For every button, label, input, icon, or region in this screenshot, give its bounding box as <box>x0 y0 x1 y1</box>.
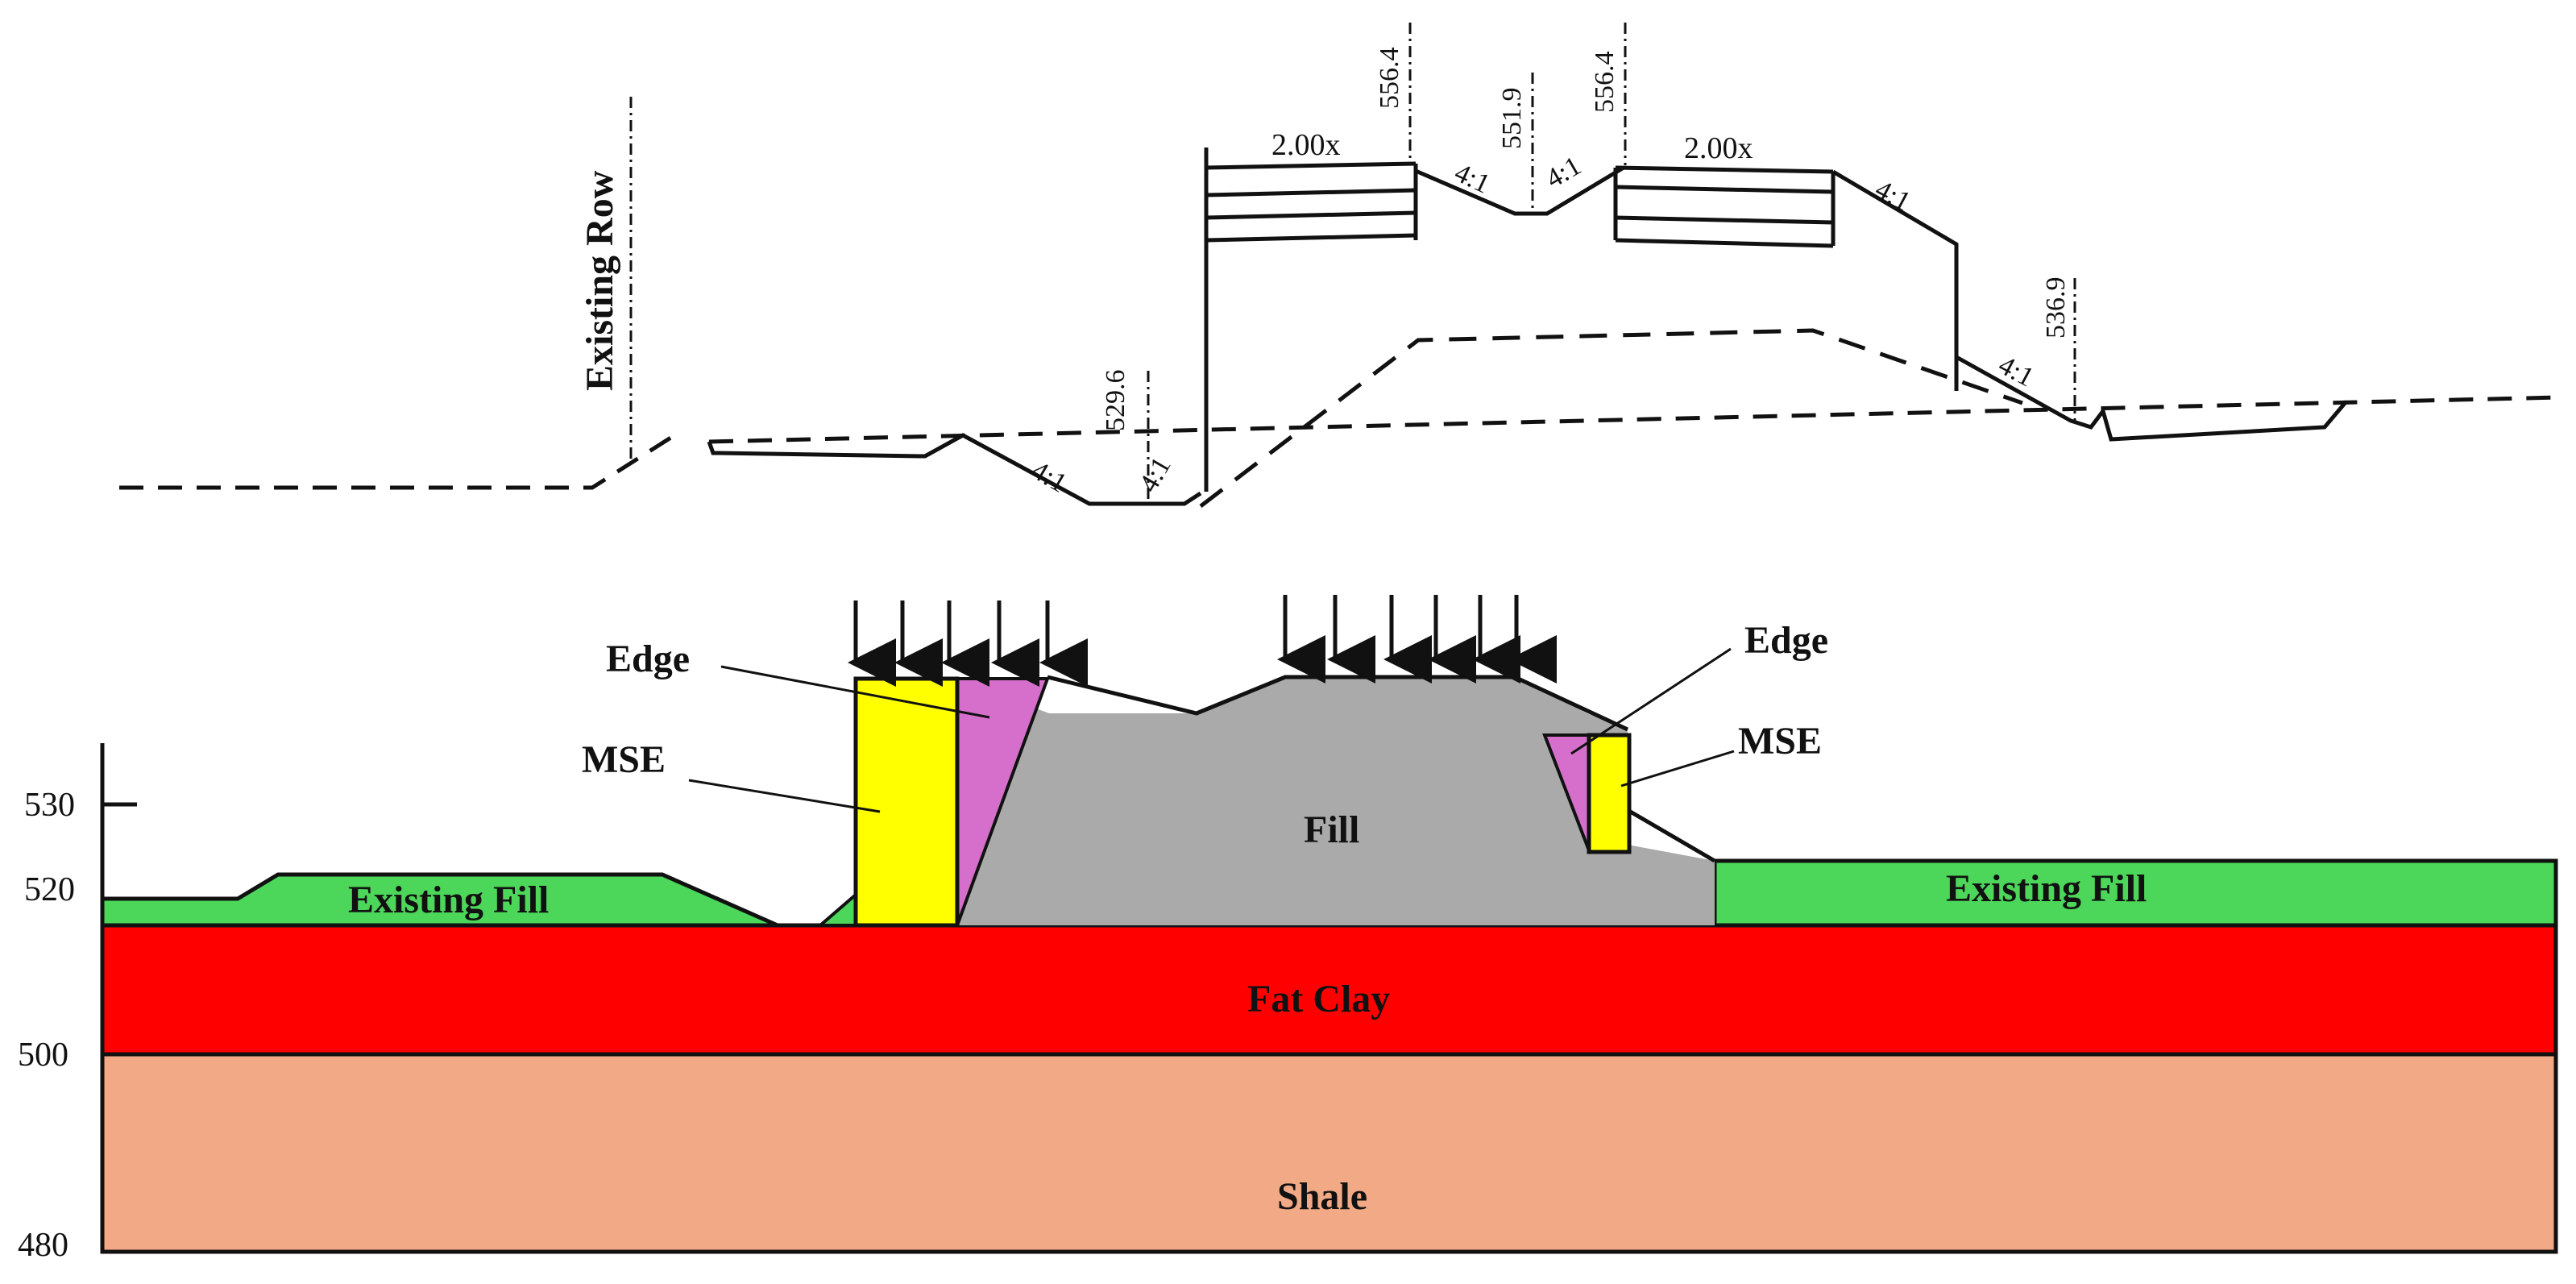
existing-embankment-outline <box>1199 328 2023 508</box>
tick-500: 500 <box>18 1037 68 1074</box>
proposed-profile-left <box>707 433 1202 506</box>
elevation-536-9: 536.9 <box>2041 277 2071 339</box>
slope-label-6: 4:1 <box>1993 350 2039 393</box>
existing-fill-right-label: Existing Fill <box>1946 867 2147 910</box>
top-cross-section: Existing Row 529.6 556.4 551.9 556.4 536… <box>119 23 2559 508</box>
left-wall-stack <box>1205 161 1418 243</box>
fat-clay-layer <box>100 923 2558 1057</box>
slope-label-2: 4:1 <box>1134 452 1177 497</box>
load-arrows-center <box>1277 595 1557 684</box>
existing-ground-line <box>119 429 682 490</box>
tick-480: 480 <box>18 1227 68 1264</box>
elevation-551-9: 551.9 <box>1497 88 1527 150</box>
elevation-axis <box>100 743 137 1252</box>
existing-row-label: Existing Row <box>579 170 621 391</box>
proposed-profile-right-lower <box>1955 355 2348 442</box>
existing-fill-left-label: Existing Fill <box>348 879 549 921</box>
edge-right-label: Edge <box>1744 619 1828 662</box>
shale-layer <box>100 1052 2558 1254</box>
fill-embankment <box>957 677 1715 925</box>
slope-label-5: 4:1 <box>1870 174 1915 217</box>
elevation-markers <box>629 23 2076 504</box>
bottom-cross-section: 530 520 500 480 Existing Fill Existing F… <box>18 595 2558 1264</box>
tick-520: 520 <box>24 871 75 908</box>
proposed-profile-right <box>1831 169 1959 391</box>
right-wall-stack <box>1613 165 1836 248</box>
mse-left-label: MSE <box>582 738 666 781</box>
fill-label: Fill <box>1304 808 1359 851</box>
median-profile <box>1415 165 1625 216</box>
elevation-556-4-right: 556.4 <box>1590 52 1620 114</box>
mse-right-label: MSE <box>1738 720 1822 763</box>
existing-ground-line-right <box>708 395 2559 444</box>
edge-left-label: Edge <box>606 638 690 680</box>
fill-embankment-outline-right <box>1626 808 1716 863</box>
existing-fill-left-small <box>815 891 857 927</box>
wall-label-right: 2.00x <box>1684 131 1753 165</box>
elevation-529-6: 529.6 <box>1101 370 1130 432</box>
wall-label-left: 2.00x <box>1271 128 1341 162</box>
mse-left <box>853 676 960 928</box>
shale-label: Shale <box>1277 1175 1367 1218</box>
slope-label-3: 4:1 <box>1450 158 1495 200</box>
load-arrows-left <box>848 600 1088 687</box>
callout-leaders <box>688 647 1735 813</box>
mse-right <box>1587 733 1632 854</box>
tick-530: 530 <box>24 787 75 824</box>
slope-label-4: 4:1 <box>1541 151 1587 194</box>
elevation-556-4-left: 556.4 <box>1375 48 1404 110</box>
fat-clay-label: Fat Clay <box>1247 978 1390 1020</box>
